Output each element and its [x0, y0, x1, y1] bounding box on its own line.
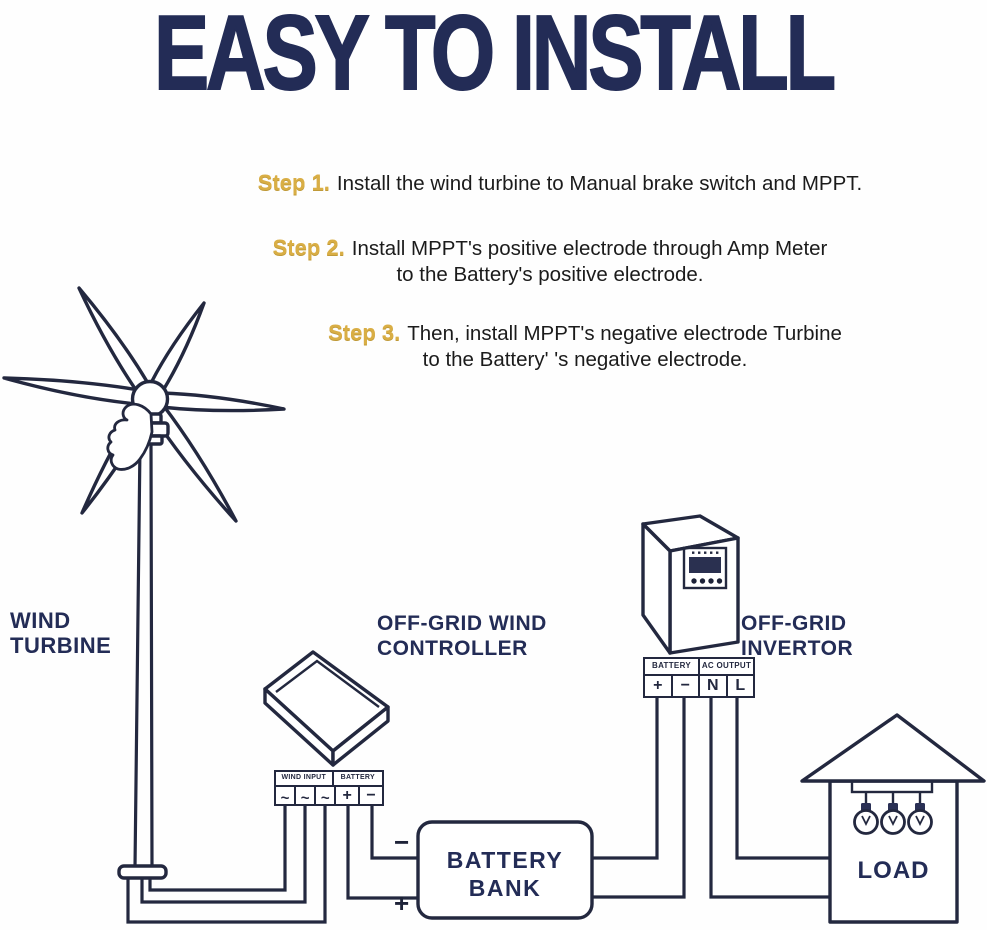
load-label: LOAD: [857, 857, 930, 884]
controller-wind-input-header: WIND INPUT: [281, 774, 327, 781]
wire-inverter-n-to-load: [709, 698, 831, 899]
step-3: Step 3. Then, install MPPT's negative ele…: [160, 320, 987, 373]
controller-terminal-ac3: ~: [314, 787, 334, 805]
step-3-label: Step 3.: [328, 320, 401, 345]
inverter-box-front: [668, 536, 740, 655]
step-2: Step 2. Install MPPT's positive electrode…: [100, 235, 987, 288]
controller-terminal-ac1: ~: [280, 790, 290, 805]
wire-controller-minus-to-battery: [370, 806, 419, 860]
turbine-pole: [133, 443, 154, 868]
turbine-blade: [149, 403, 238, 523]
battery-plus-wire-label: +: [394, 888, 410, 918]
turbine-blade: [159, 391, 286, 413]
wire-turbine-phase3: [126, 806, 327, 924]
step-3-text: Then, install MPPT's negative electrode …: [407, 322, 842, 345]
inverter-ac-output-header: AC OUTPUT: [698, 659, 753, 674]
turbine-blade: [77, 286, 151, 395]
wires: [126, 698, 831, 924]
step-1: Step 1. Install the wind turbine to Manua…: [120, 170, 987, 197]
step-2-label: Step 2.: [272, 235, 345, 260]
inverter-box-side: [641, 522, 672, 655]
turbine-blade: [2, 376, 141, 406]
controller-terminal-block: WIND INPUT BATTERY ~ ~ ~ + −: [274, 770, 384, 806]
inverter-label: OFF-GRID INVERTOR: [741, 612, 854, 660]
controller-box-illustration: [263, 650, 390, 767]
battery-minus-wire-label: −: [394, 827, 410, 857]
wind-turbine-label: WIND TURBINE: [10, 608, 112, 658]
inverter-display-panel: [682, 546, 728, 590]
wire-inverter-minus-to-battery: [593, 698, 686, 899]
inverter-terminal-minus: −: [670, 676, 699, 697]
house-roof: [800, 713, 986, 783]
controller-terminal-minus: −: [358, 787, 382, 805]
turbine-base-flange: [117, 864, 168, 880]
controller-terminal-plus: +: [334, 787, 358, 805]
inverter-terminal-l: L: [725, 676, 754, 697]
light-bulb-icon: [907, 792, 933, 835]
controller-battery-header: BATTERY: [331, 772, 382, 785]
wire-controller-plus-to-battery: [346, 806, 419, 900]
light-bulb-icon: [853, 792, 879, 835]
controller-box-side: [331, 705, 390, 767]
inverter-box-illustration: [641, 514, 740, 655]
wind-turbine-illustration: [2, 286, 286, 880]
light-bulb-icon: [880, 792, 906, 835]
inverter-terminal-n: N: [698, 676, 726, 697]
step-1-text: Install the wind turbine to Manual brake…: [336, 172, 863, 195]
battery-bank-label: BATTERY BANK: [446, 847, 564, 901]
step-2-text: Install MPPT's positive electrode throug…: [351, 237, 828, 260]
wire-turbine-phase1: [148, 806, 287, 892]
step-2-text-line2: to the Battery's positive electrode.: [396, 263, 704, 286]
wire-inverter-plus-to-battery: [593, 698, 659, 860]
controller-label: OFF-GRID WIND CONTROLLER: [377, 612, 547, 660]
inverter-buttons: [691, 578, 723, 584]
wire-turbine-phase2: [140, 806, 307, 904]
inverter-screen: [689, 557, 721, 573]
battery-bank-box: [416, 820, 594, 920]
load-house-illustration: [800, 713, 986, 924]
manual-brake-hand-icon: [106, 402, 154, 471]
inverter-terminal-plus: +: [653, 677, 663, 694]
controller-box-lid-line: [275, 659, 380, 708]
controller-terminal-ac2: ~: [294, 787, 314, 805]
inverter-terminal-block: BATTERY AC OUTPUT + − N L: [643, 657, 755, 698]
page-title: EASY TO INSTALL: [153, 0, 837, 112]
wire-inverter-l-to-load: [735, 698, 831, 860]
inverter-indicator-dots: [692, 551, 719, 554]
turbine-blade: [148, 301, 206, 394]
step-3-text-line2: to the Battery' 's negative electrode.: [422, 348, 748, 371]
inverter-battery-header: BATTERY: [652, 661, 691, 670]
step-1-label: Step 1.: [257, 170, 330, 195]
